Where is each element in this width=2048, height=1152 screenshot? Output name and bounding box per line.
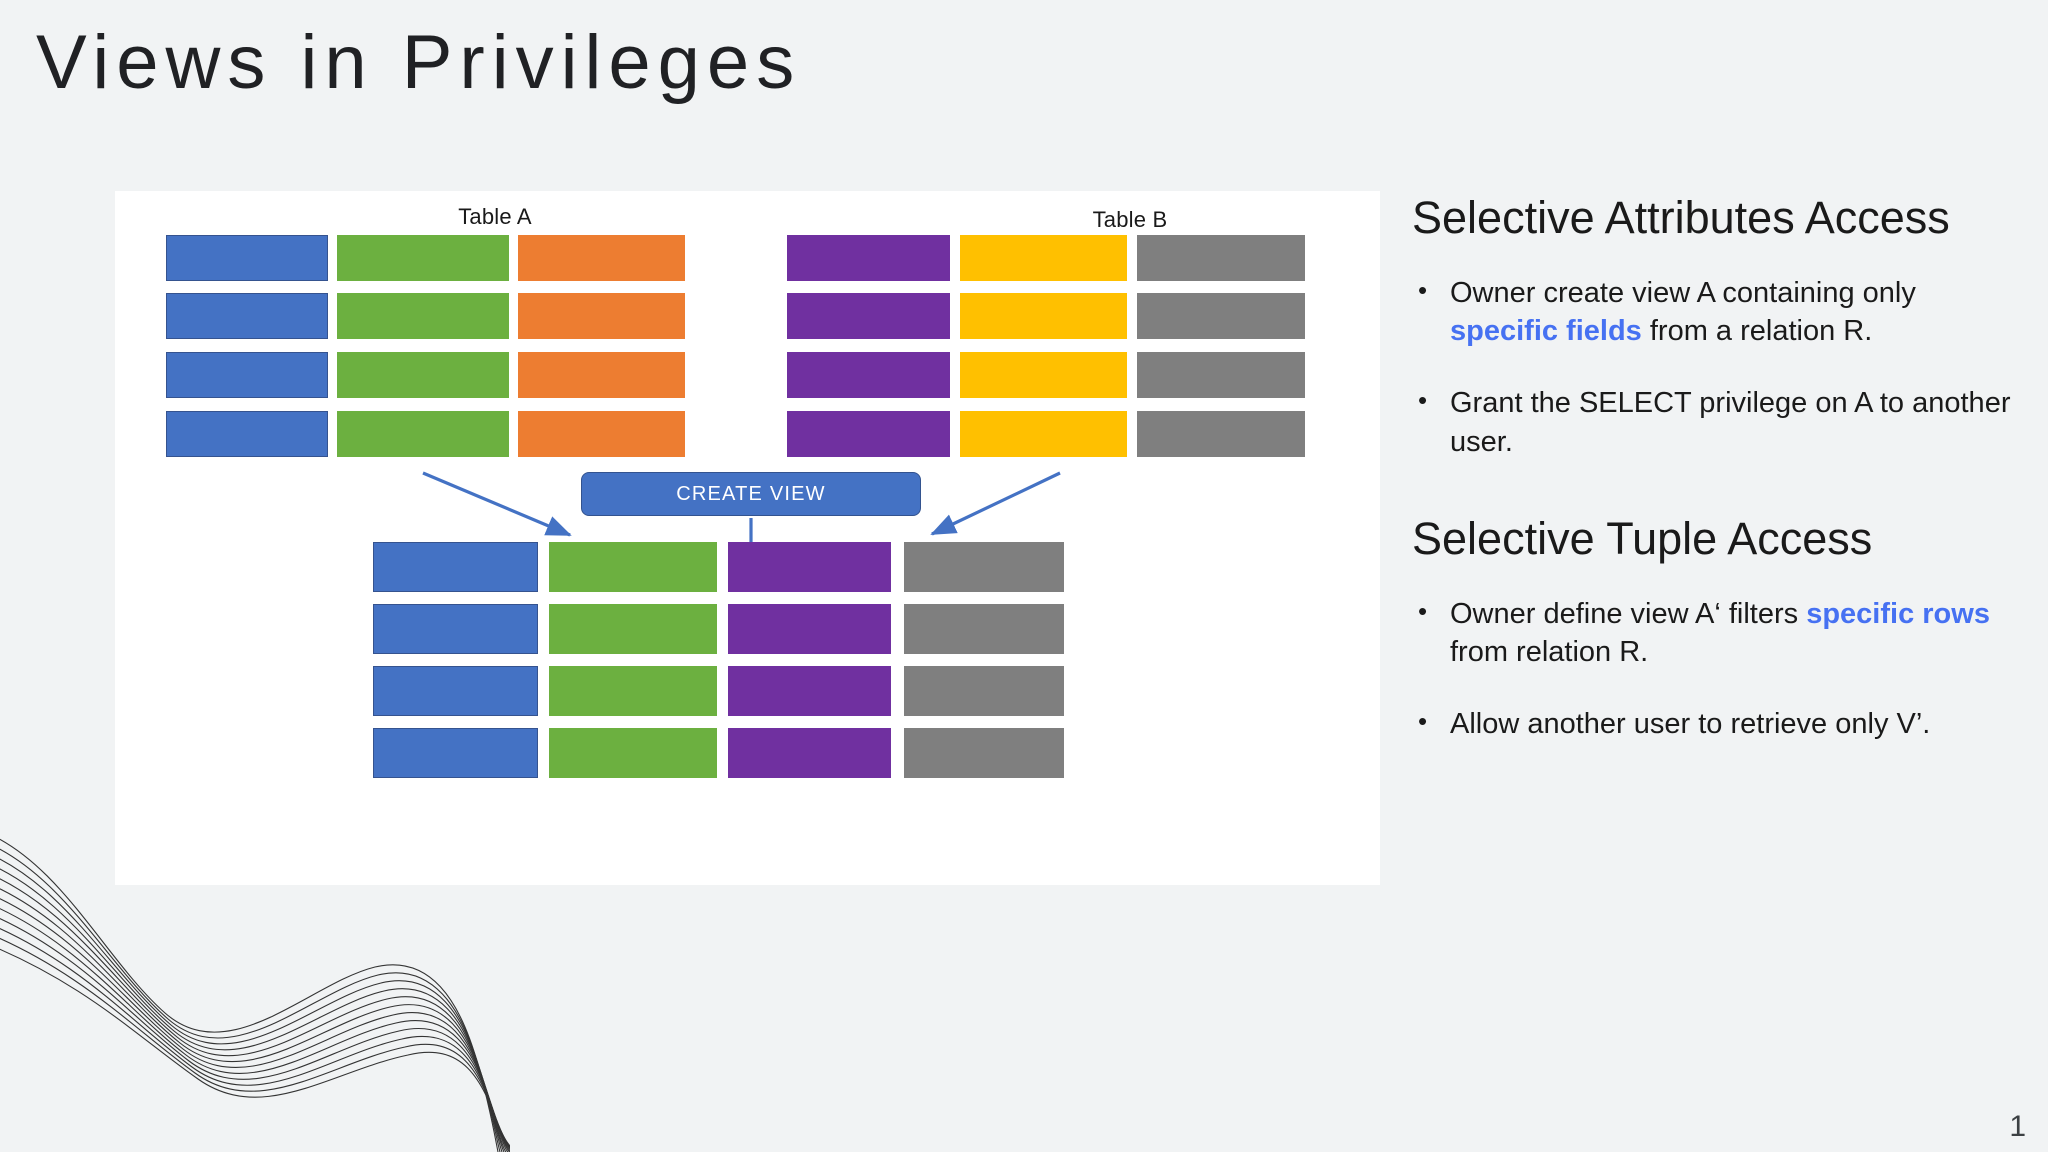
table-a-cell-blue (166, 235, 328, 281)
table-a-cell-blue (166, 411, 328, 457)
bullet-list: Owner define view A‘ filters specific ro… (1412, 594, 2012, 744)
list-item: Allow another user to retrieve only V’. (1412, 704, 2012, 743)
bullet-text-part: Grant the SELECT privilege on A to anoth… (1450, 387, 2011, 458)
table-a-cell-green (337, 293, 509, 339)
table-a-cell-green (337, 235, 509, 281)
create-view-button[interactable]: CREATE VIEW (581, 472, 921, 516)
table-b-cell-yellow (960, 352, 1127, 398)
result-view-cell-green (549, 666, 717, 716)
result-view-cell-green (549, 728, 717, 778)
section-heading: Selective Attributes Access (1412, 192, 1950, 243)
bullet-text-part: from a relation R. (1641, 315, 1873, 348)
arrow-table-b-to-create-view (930, 471, 1061, 536)
table-b-cell-gray (1137, 235, 1305, 281)
table-a-cell-blue (166, 293, 328, 339)
result-view-cell-blue (373, 542, 538, 592)
table-a-cell-orange (518, 411, 685, 457)
table-a-cell-orange (518, 352, 685, 398)
bullet-list: Owner create view A containing only spec… (1412, 273, 2012, 461)
table-b-cell-gray (1137, 352, 1305, 398)
result-view-cell-gray (904, 666, 1064, 716)
result-view-cell-blue (373, 666, 538, 716)
bullet-text-highlight: specific fields (1450, 315, 1642, 348)
diagram-panel: Table A Table B (115, 191, 1380, 885)
table-b-cell-yellow (960, 411, 1127, 457)
table-a-cell-green (337, 352, 509, 398)
table-a-cell-blue (166, 352, 328, 398)
section-heading: Selective Tuple Access (1412, 512, 1873, 564)
result-view-cell-blue (373, 604, 538, 654)
list-item: Owner define view A‘ filters specific ro… (1412, 594, 2012, 672)
table-b-cell-gray (1137, 411, 1305, 457)
table-a-cell-green (337, 411, 509, 457)
table-b-cell-purple (787, 293, 950, 339)
table-a-cell-orange (518, 293, 685, 339)
bullet-text-part: Allow another user to retrieve only V’. (1450, 708, 1931, 741)
result-view-cell-gray (904, 604, 1064, 654)
table-a-cell-orange (518, 235, 685, 281)
table-b-cell-yellow (960, 293, 1127, 339)
arrow-table-a-to-create-view (422, 471, 572, 537)
section-selective-tuple-access: Selective Tuple Access Owner define view… (1412, 513, 2012, 744)
table-b-cell-purple (787, 235, 950, 281)
page-title: Views in Privileges (36, 20, 802, 105)
page-number: 1 (2009, 1110, 2026, 1143)
bullet-text-part: Owner create view A containing only (1450, 276, 1916, 309)
list-item: Owner create view A containing only spec… (1412, 273, 2012, 351)
table-b-cell-purple (787, 352, 950, 398)
bullet-text-part: Owner define view A‘ filters (1450, 597, 1807, 630)
result-view-cell-gray (904, 542, 1064, 592)
bullet-text-highlight: specific rows (1806, 597, 1990, 630)
bullet-text-part: from relation R. (1450, 635, 1649, 668)
result-view-cell-green (549, 542, 717, 592)
section-selective-attributes-access: Selective Attributes Access Owner create… (1412, 192, 2012, 461)
table-b-cell-purple (787, 411, 950, 457)
result-view-cell-purple (728, 604, 891, 654)
result-view-cell-green (549, 604, 717, 654)
table-b-caption: Table B (1092, 207, 1168, 232)
table-b-cell-gray (1137, 293, 1305, 339)
table-b-cell-yellow (960, 235, 1127, 281)
result-view-cell-purple (728, 666, 891, 716)
table-a-caption: Table A (458, 204, 532, 229)
result-view-cell-blue (373, 728, 538, 778)
result-view-cell-purple (728, 542, 891, 592)
result-view-cell-gray (904, 728, 1064, 778)
result-view-cell-purple (728, 728, 891, 778)
list-item: Grant the SELECT privilege on A to anoth… (1412, 383, 2012, 461)
content-column: Selective Attributes Access Owner create… (1412, 192, 2012, 795)
